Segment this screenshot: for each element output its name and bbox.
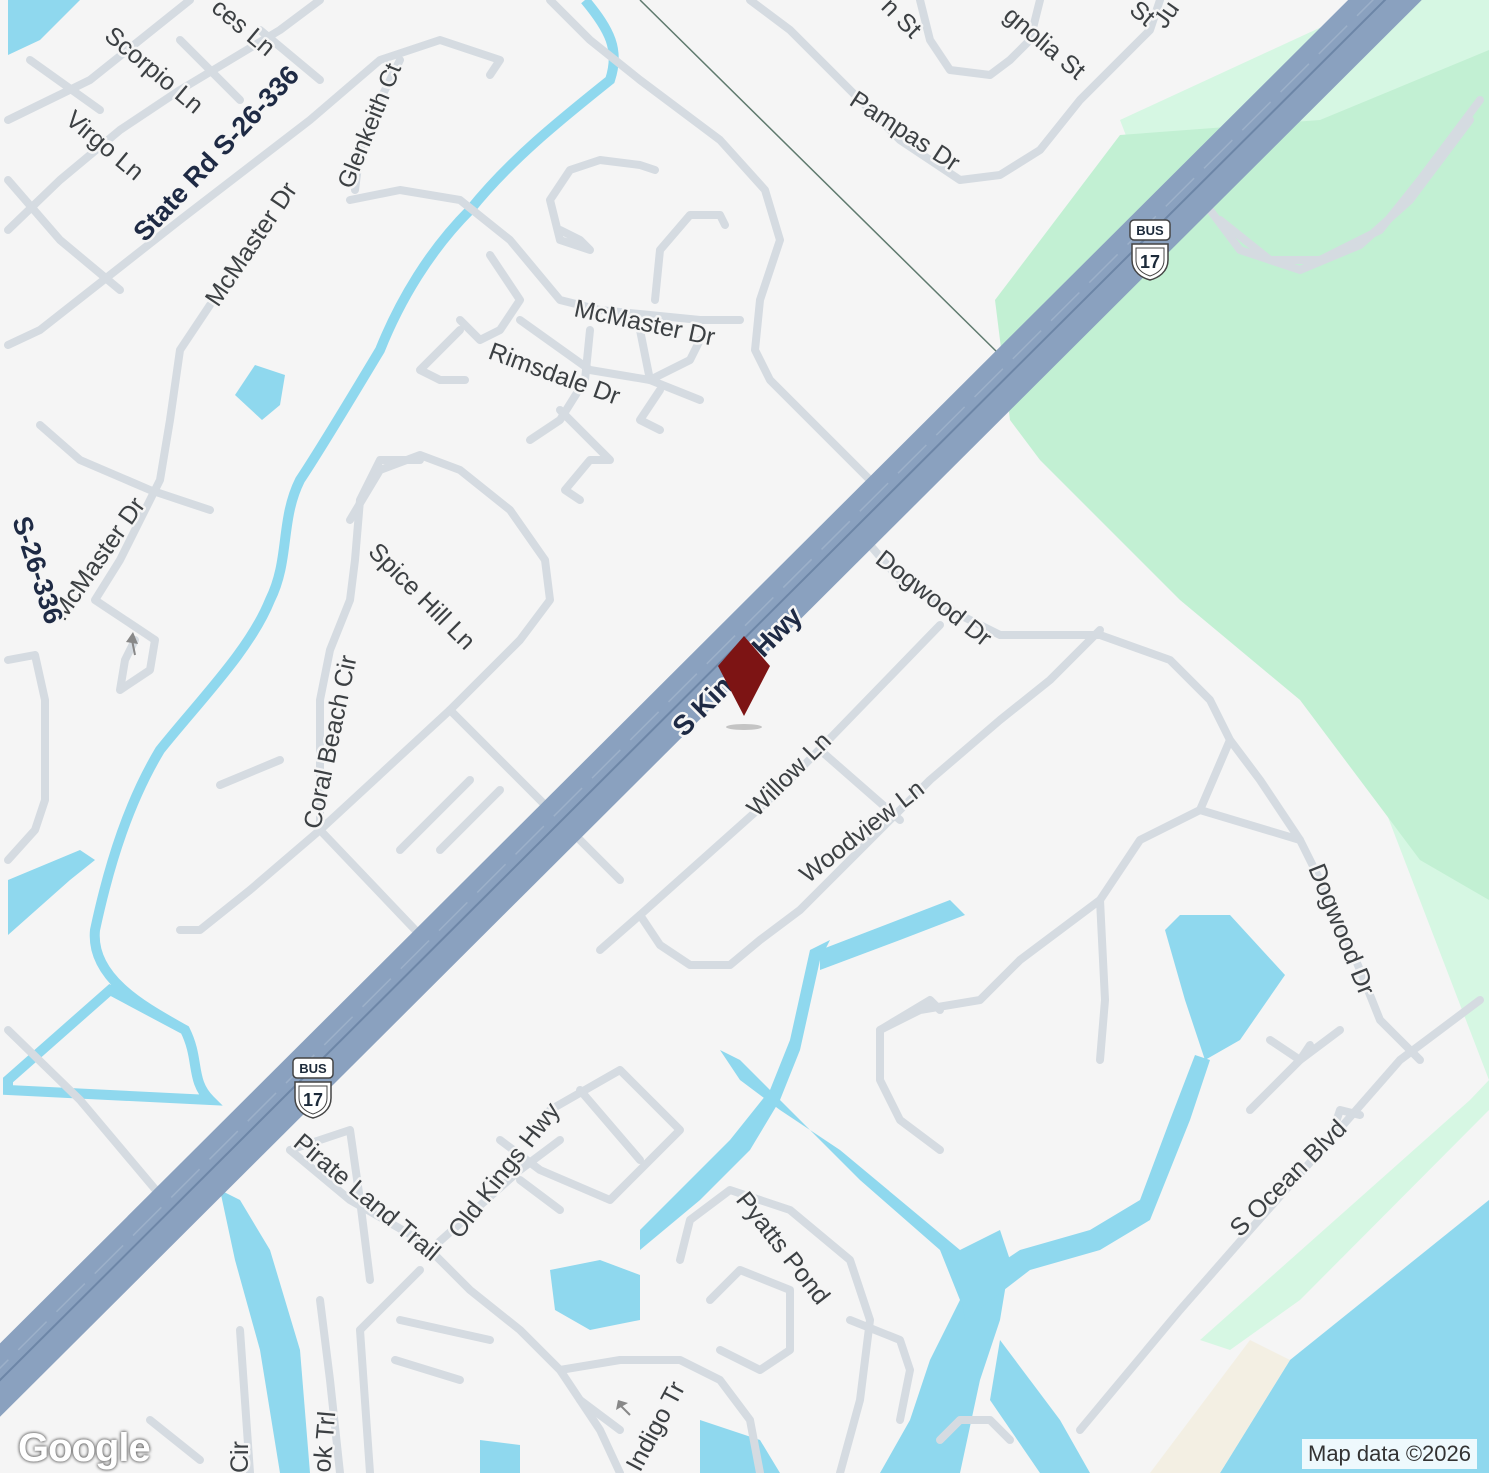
label-cir: Cir bbox=[226, 1441, 254, 1473]
location-marker[interactable] bbox=[718, 636, 770, 730]
boundary-line bbox=[639, 0, 1001, 356]
ocean bbox=[1220, 1200, 1489, 1473]
shield-top-text: BUS bbox=[1136, 223, 1164, 238]
minor-roads bbox=[4, 0, 1484, 1473]
route-shield-bus-17: BUS 17 bbox=[292, 1057, 334, 1119]
water-features bbox=[8, 0, 1285, 1473]
google-logo[interactable]: Google bbox=[18, 1426, 151, 1470]
shield-number-text: 17 bbox=[303, 1090, 323, 1110]
highway-s-kings-hwy bbox=[0, 0, 1422, 1417]
shield-number-text: 17 bbox=[1140, 252, 1160, 272]
one-way-arrows bbox=[126, 632, 631, 1416]
label-ok-trl: ok Trl bbox=[308, 1410, 341, 1473]
shield-top-text: BUS bbox=[299, 1061, 327, 1076]
beach bbox=[1150, 1340, 1290, 1473]
route-shield-bus-17: BUS 17 bbox=[1129, 219, 1171, 281]
stream bbox=[2, 0, 619, 1106]
map-attribution[interactable]: Map data ©2026 bbox=[1302, 1439, 1477, 1469]
